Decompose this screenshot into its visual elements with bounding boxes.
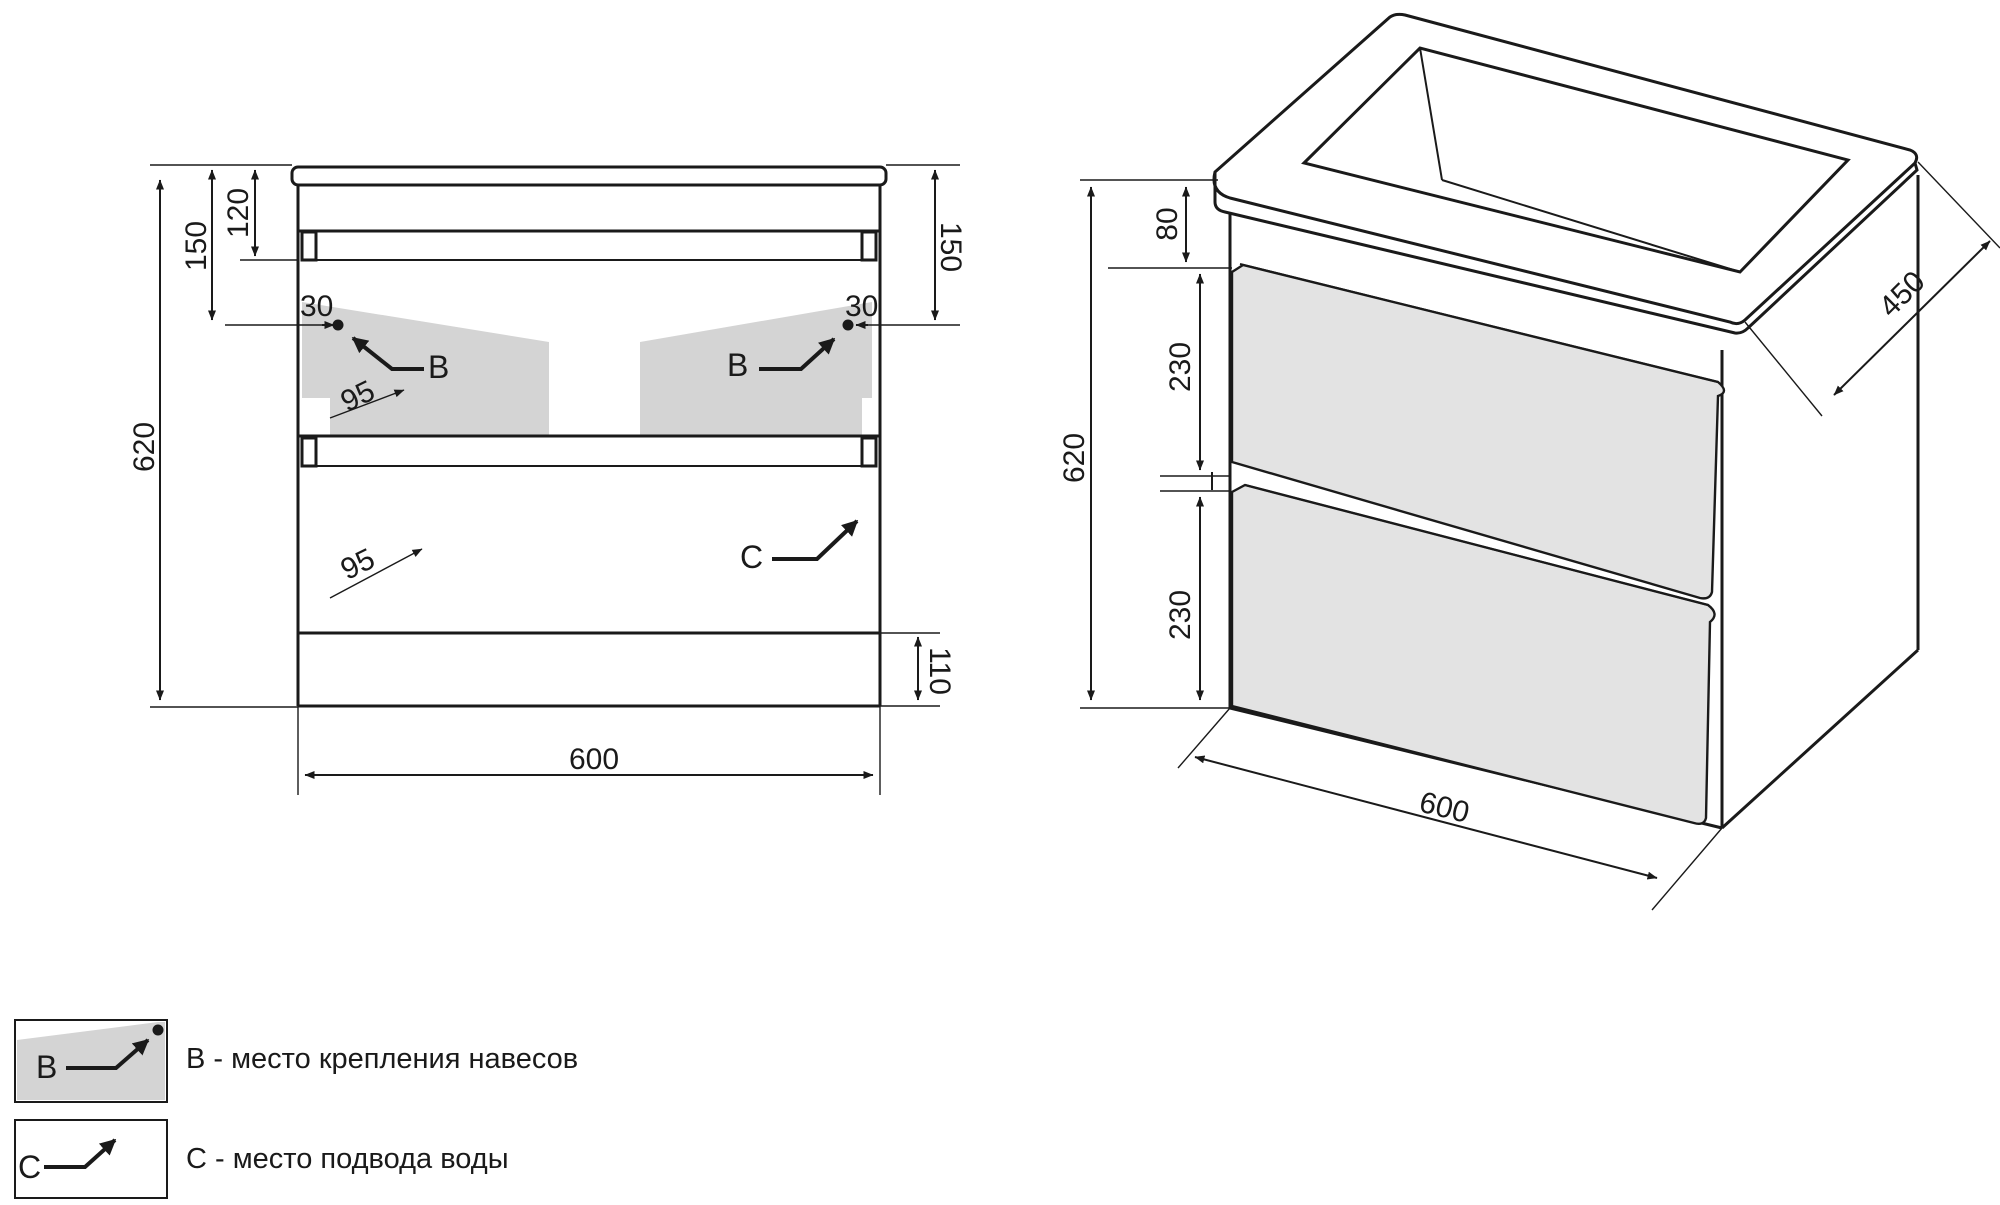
dim-230-lower-iso: 230 xyxy=(1164,590,1197,640)
dim-600-front: 600 xyxy=(569,743,619,776)
cabinet-front xyxy=(290,165,888,708)
front-pointer-arrows xyxy=(351,336,859,561)
label-c-front: C xyxy=(740,539,763,575)
dim-620-front: 620 xyxy=(128,422,161,472)
isometric-view: 620 80 230 230 450 600 xyxy=(1058,12,2000,911)
iso-extension-lines xyxy=(1080,161,2000,911)
hook-point-left xyxy=(332,319,344,331)
mount-area-left xyxy=(302,302,549,436)
dim-120-inner: 120 xyxy=(222,188,255,238)
cabinet-isometric xyxy=(1212,12,1920,830)
legend: B B - место крепления навесов C C - мест… xyxy=(14,1019,578,1199)
label-b-right: B xyxy=(727,347,748,383)
legend-key-b: B xyxy=(36,1049,57,1085)
dim-150-left: 150 xyxy=(180,221,213,271)
front-extension-lines xyxy=(150,164,960,795)
dim-230-upper-iso: 230 xyxy=(1164,342,1197,392)
iso-dimension-lines xyxy=(1087,186,1991,880)
hook-point-right xyxy=(842,319,854,331)
drawer-upper xyxy=(1230,263,1726,600)
dim-110-plinth: 110 xyxy=(923,647,956,695)
legend-key-c: C xyxy=(18,1149,41,1185)
mount-area-right xyxy=(640,302,872,436)
legend-pointer-arrow-b xyxy=(66,1038,150,1070)
front-view: 620 150 120 150 30 30 95 95 110 600 B B … xyxy=(128,164,967,795)
legend-hook-point xyxy=(152,1024,164,1036)
dim-80-iso: 80 xyxy=(1151,207,1184,240)
legend-pointer-arrow-c xyxy=(44,1138,117,1169)
dim-450-iso: 450 xyxy=(1873,265,1932,324)
dim-600-iso: 600 xyxy=(1416,786,1473,830)
dim-30-left: 30 xyxy=(300,290,333,323)
pointer-arrow-b-right xyxy=(759,337,836,371)
pointer-arrow-c xyxy=(772,519,859,561)
front-dimension-lines xyxy=(156,169,939,779)
legend-text-b: B - место крепления навесов xyxy=(186,1043,578,1075)
label-b-left: B xyxy=(428,349,449,385)
dim-95-lower: 95 xyxy=(336,542,380,586)
pointer-arrow-b-left xyxy=(351,336,424,371)
legend-item-c: C C - место подвода воды xyxy=(14,1119,509,1199)
legend-text-c: C - место подвода воды xyxy=(186,1143,509,1175)
legend-item-b: B B - место крепления навесов xyxy=(14,1019,578,1103)
dim-620-iso: 620 xyxy=(1058,433,1091,483)
drawer-lower xyxy=(1230,483,1716,826)
dim-150-right: 150 xyxy=(934,222,967,272)
dim-30-right: 30 xyxy=(845,290,878,323)
